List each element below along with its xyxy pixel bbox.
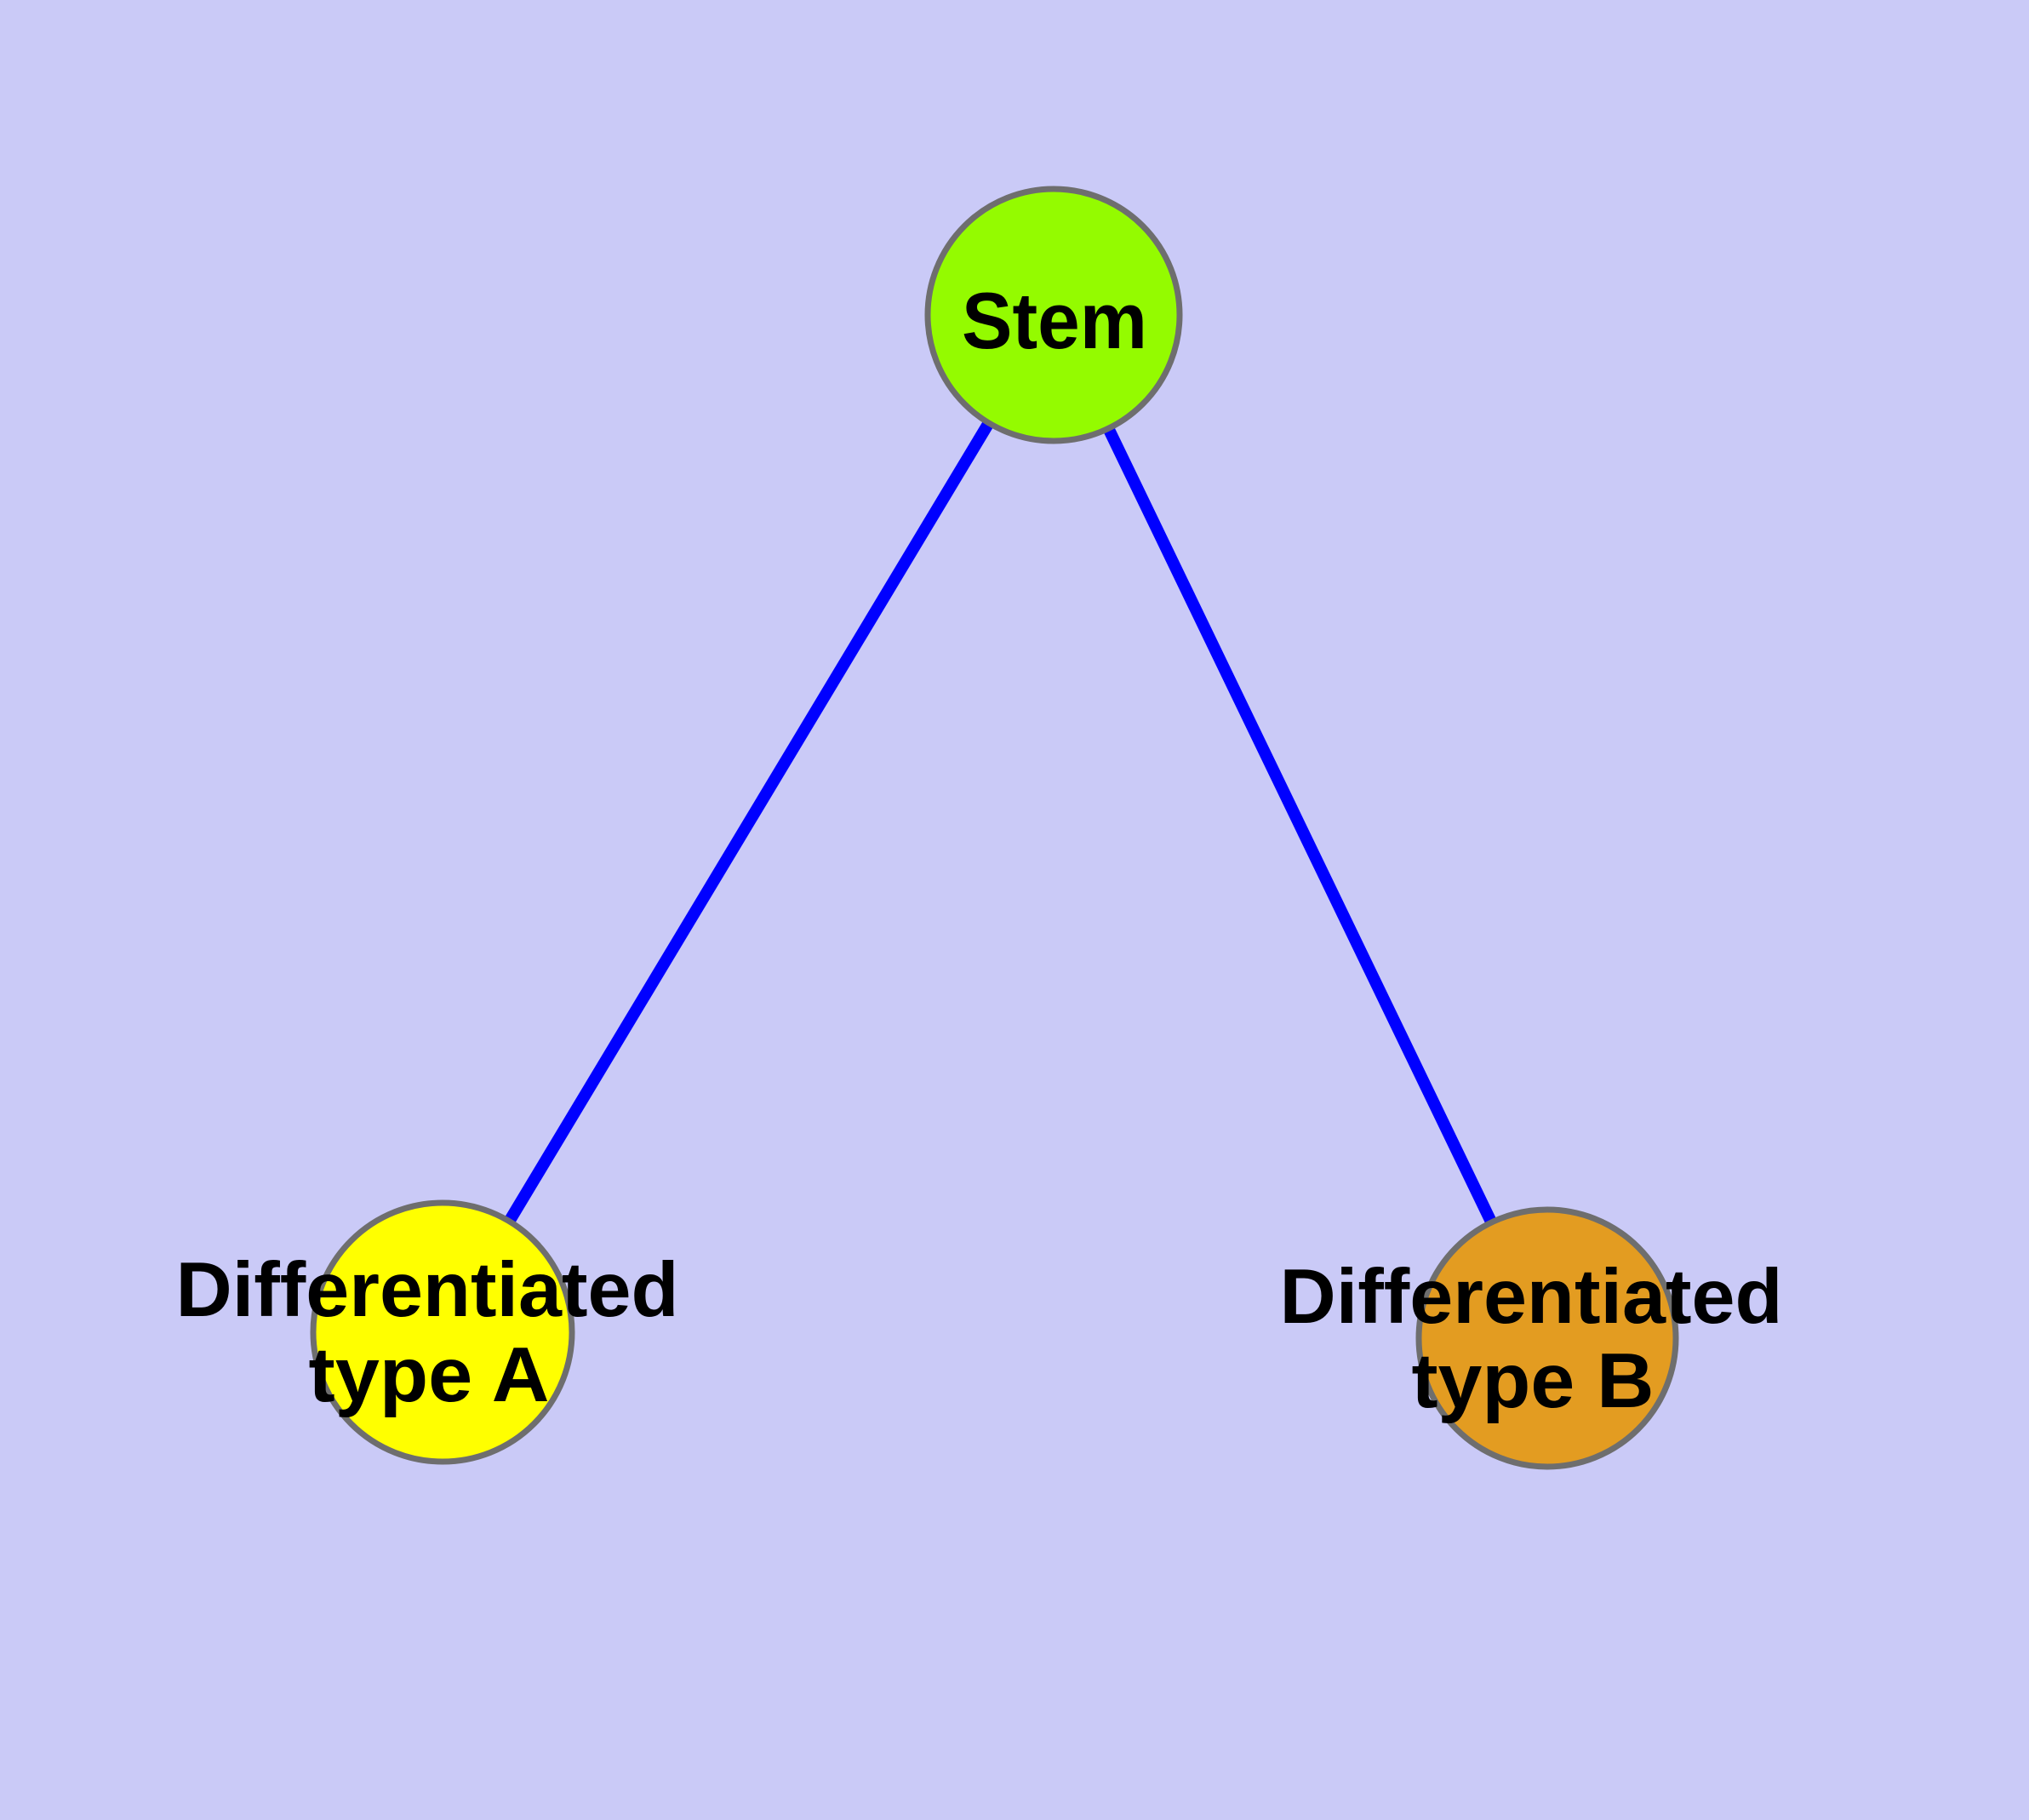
stem-node-label: Stem (962, 276, 1147, 365)
differentiated-type-a-label-line1: Differentiated (176, 1247, 679, 1333)
differentiated-type-a-label-line2: type A (309, 1332, 550, 1418)
node-group (310, 186, 1679, 1470)
stem-node-circle (924, 186, 1183, 444)
label-group: Stem Differentiated type A Differentiate… (176, 276, 1783, 1424)
edge-stem-to-type-a (437, 312, 1060, 1336)
edge-group (437, 312, 1553, 1342)
differentiated-type-b-label-line1: Differentiated (1280, 1254, 1783, 1340)
differentiated-type-a-node-circle (310, 1199, 575, 1465)
differentiated-type-b-label-line2: type B (1412, 1338, 1655, 1424)
edge-stem-to-type-b (1048, 312, 1553, 1342)
differentiated-type-b-node-circle (1415, 1206, 1679, 1470)
